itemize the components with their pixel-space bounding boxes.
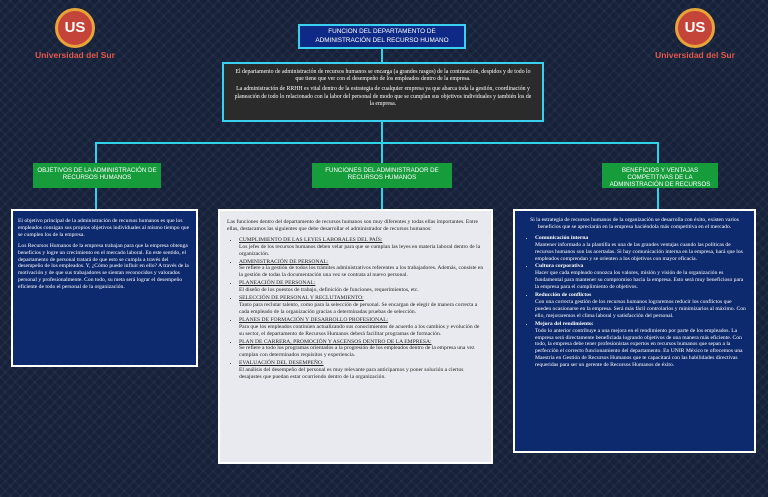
category-objectives: OBJETIVOS DE LA ADMINISTRACIÓN DE RECURS… [33, 163, 161, 188]
function-text: Se refiere a todo los programas orientad… [239, 345, 475, 359]
connector-intro-down [381, 122, 383, 143]
function-title: CUMPLIMIENTO DE LAS LEYES LABORALES DEL … [239, 236, 383, 243]
connector-left-panel [95, 188, 97, 209]
benefit-text: Con una correcta gestión de los recursos… [535, 298, 746, 319]
functions-panel: Las funciones dentro del departamento de… [218, 209, 493, 464]
intro-box: El departamento de administración de rec… [222, 62, 544, 122]
objectives-paragraph-2: Los Recursos Humanos de la empresa traba… [18, 242, 189, 291]
function-text: Los jefes de los recursos humanos deben … [239, 243, 481, 257]
function-text: El análisis del desempeño del personal e… [239, 367, 464, 381]
university-seal-icon: US [675, 8, 715, 48]
benefit-text: Mantener informado a la plantilla es una… [535, 241, 743, 262]
benefit-title: Comunicación interna [535, 234, 589, 241]
objectives-panel: El objetivo principal de la administraci… [11, 209, 198, 367]
function-text: Para que los empleados continúen actuali… [239, 323, 480, 337]
list-item: SELECCIÓN DE PERSONAL Y RECLUTAMIENTO:Ta… [239, 295, 484, 316]
benefit-title: Reducción de conflictos [535, 292, 592, 299]
list-item: PLAN DE CARRERA, PROMOCIÓN Y ASCENSOS DE… [239, 339, 484, 360]
list-item: Mejora del rendimiento:Todo lo anterior … [535, 321, 746, 369]
category-functions: FUNCIONES DEL ADMINISTRADOR DE RECURSOS … [312, 163, 452, 188]
logo-right: US Universidad del Sur [654, 8, 736, 60]
function-text: Tanto para reclutar talento, como para l… [239, 301, 478, 315]
functions-intro: Las funciones dentro del departamento de… [227, 219, 479, 232]
category-benefits: BENEFICIOS Y VENTAJAS COMPETITIVAS DE LA… [602, 163, 718, 188]
connector-mid-panel [381, 188, 383, 209]
function-title: PLANES DE FORMACIÓN Y DESARROLLO PROFESI… [239, 316, 389, 323]
function-title: PLANEACIÓN DE PERSONAL: [239, 280, 316, 287]
benefit-title: Mejora del rendimiento: [535, 320, 594, 327]
function-title: PLAN DE CARRERA, PROMOCIÓN Y ASCENSOS DE… [239, 338, 432, 345]
functions-list: CUMPLIMIENTO DE LAS LEYES LABORALES DEL … [227, 237, 484, 381]
logo-left: US Universidad del Sur [34, 8, 116, 60]
connector-mid-cat [381, 142, 383, 163]
function-title: SELECCIÓN DE PERSONAL Y RECLUTAMIENTO: [239, 295, 364, 302]
connector-left-cat [95, 142, 97, 163]
list-item: ADMINISTRACIÓN DE PERSONAL:Se refiere a … [239, 259, 484, 280]
connector-title-intro [381, 49, 383, 62]
intro-paragraph-1: El departamento de administración de rec… [235, 69, 531, 83]
list-item: EVALUACIÓN DEL DESEMPEÑO:El análisis del… [239, 360, 484, 381]
page-title: FUNCION DEL DEPARTAMENTO DE ADMINISTRACI… [298, 24, 466, 49]
function-title: ADMINISTRACIÓN DE PERSONAL: [239, 258, 329, 265]
logo-left-text: Universidad del Sur [35, 50, 115, 60]
benefit-text: Hacer que cada empleado conozca los valo… [535, 270, 744, 291]
list-item: CUMPLIMIENTO DE LAS LEYES LABORALES DEL … [239, 237, 484, 258]
intro-paragraph-2: La administración de RRHH es vital dentr… [234, 86, 532, 107]
list-item: PLANEACIÓN DE PERSONAL:El diseño de los … [239, 280, 484, 294]
connector-right-cat [657, 142, 659, 163]
list-item: PLANES DE FORMACIÓN Y DESARROLLO PROFESI… [239, 317, 484, 338]
connector-right-panel [657, 188, 659, 209]
logo-right-text: Universidad del Sur [655, 50, 735, 60]
function-text: Se refiere a la gestión de todos los trá… [239, 265, 484, 279]
benefit-title: Cultura corporativa [535, 263, 584, 270]
function-title: EVALUACIÓN DEL DESEMPEÑO: [239, 360, 324, 367]
objectives-paragraph-1: El objetivo principal de la administraci… [18, 218, 190, 238]
university-seal-icon: US [55, 8, 95, 48]
benefit-text: Todo lo anterior contribuye a una mejora… [535, 327, 743, 369]
benefits-panel: Si la estrategia de recursos humanos de … [513, 209, 756, 453]
connector-horizontal [95, 142, 659, 144]
benefits-intro: Si la estrategia de recursos humanos de … [530, 217, 739, 230]
function-text: El diseño de los puestos de trabajo, def… [239, 287, 419, 294]
